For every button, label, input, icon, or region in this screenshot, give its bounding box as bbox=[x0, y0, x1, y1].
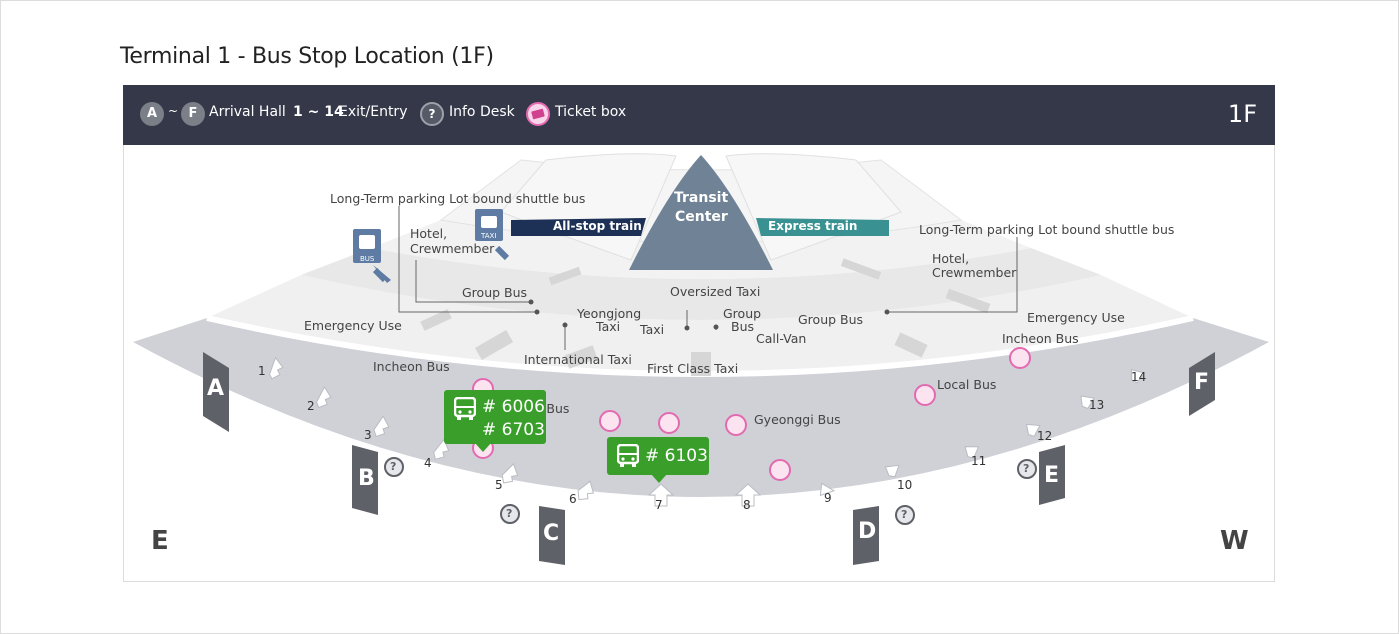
exit-5-label: 5 bbox=[495, 478, 503, 492]
info-desk-icon-e: ? bbox=[1023, 462, 1030, 475]
label-local-bus-right: Local Bus bbox=[937, 377, 997, 392]
info-desk-markers bbox=[384, 457, 1037, 525]
all-stop-train-band bbox=[511, 218, 646, 236]
label-incheon-left: Incheon Bus bbox=[373, 359, 450, 374]
bus-stop-icon bbox=[453, 396, 477, 421]
exit-2-label: 2 bbox=[307, 399, 315, 413]
bus-icon-label: BUS bbox=[360, 255, 375, 263]
bus-number-6006: # 6006 bbox=[482, 397, 545, 417]
legend-info-desk: Info Desk bbox=[449, 104, 515, 120]
compass-west: W bbox=[1220, 526, 1249, 556]
bus-stop-6103[interactable]: # 6103 bbox=[607, 437, 709, 475]
exit-3-label: 3 bbox=[364, 428, 372, 442]
hall-blocks bbox=[203, 352, 1215, 565]
hall-c-label: C bbox=[543, 521, 560, 546]
label-emergency-left: Emergency Use bbox=[304, 318, 402, 333]
exit-14-label: 14 bbox=[1131, 370, 1147, 384]
leader-lines bbox=[398, 206, 1018, 350]
compass-east: E bbox=[151, 526, 169, 556]
hall-block-b bbox=[352, 445, 378, 515]
label-emergency-right: Emergency Use bbox=[1027, 310, 1125, 325]
label-oversized-taxi: Oversized Taxi bbox=[670, 284, 761, 299]
label-yeongjong-1: Yeongjong bbox=[577, 306, 642, 321]
label-lt-parking-left: Long-Term parking Lot bound shuttle bus bbox=[330, 191, 586, 206]
exit-4-label: 4 bbox=[424, 456, 432, 470]
legend-hall-start-badge: A bbox=[140, 102, 164, 126]
exit-7-label: 7 bbox=[655, 498, 663, 512]
legend-bar: A ~ F Arrival Hall 1 ~ 14 Exit/Entry ? I… bbox=[123, 85, 1275, 145]
exit-arrows bbox=[269, 356, 1146, 507]
label-taxi: Taxi bbox=[640, 322, 665, 337]
exit-10-label: 10 bbox=[897, 478, 913, 492]
exit-8-label: 8 bbox=[743, 498, 751, 512]
label-hotel-right-2: Crewmember bbox=[932, 265, 1017, 280]
plaza-band bbox=[207, 275, 1193, 374]
label-incheon-right: Incheon Bus bbox=[1002, 331, 1079, 346]
floor-indicator: 1F bbox=[1227, 100, 1257, 128]
info-desk-icon-c: ? bbox=[506, 507, 513, 520]
taxi-icon bbox=[475, 209, 510, 261]
label-group-bus-mid-1: Group bbox=[723, 306, 762, 321]
hall-block-a bbox=[203, 352, 229, 432]
legend-hall-end-badge: F bbox=[181, 102, 205, 126]
taxi-icon-label: TAXI bbox=[481, 232, 497, 240]
label-group-bus-left: Group Bus bbox=[462, 285, 528, 300]
bus-stop-6006-6703[interactable]: # 6006 # 6703 bbox=[444, 390, 546, 444]
bus-number-6103: # 6103 bbox=[645, 446, 708, 466]
terminal-map: Long-Term parking Lot bound shuttle bus … bbox=[123, 145, 1275, 582]
leader-dots bbox=[528, 299, 890, 331]
bus-stop-pointer-a bbox=[475, 443, 491, 452]
bus-number-6703: # 6703 bbox=[482, 420, 545, 440]
label-hotel-left-1: Hotel, bbox=[410, 226, 448, 241]
exit-12-label: 12 bbox=[1037, 429, 1053, 443]
label-lt-parking-right: Long-Term parking Lot bound shuttle bus bbox=[919, 222, 1175, 237]
info-desk-icon-d: ? bbox=[901, 508, 908, 521]
express-train-band bbox=[756, 218, 889, 236]
info-desk-icon-b: ? bbox=[390, 460, 397, 473]
page-title: Terminal 1 - Bus Stop Location (1F) bbox=[120, 44, 494, 69]
bus-stop-pointer-b bbox=[651, 474, 667, 483]
legend-exit-range: 1 ~ 14 bbox=[293, 104, 344, 120]
label-first-class-taxi: First Class Taxi bbox=[647, 361, 739, 376]
exit-13-label: 13 bbox=[1089, 398, 1105, 412]
hall-e-label: E bbox=[1044, 463, 1060, 488]
label-hotel-right-1: Hotel, bbox=[932, 251, 970, 266]
exit-6-label: 6 bbox=[569, 492, 577, 506]
legend-tilde: ~ bbox=[168, 104, 179, 118]
label-gyeonggi-bus: Gyeonggi Bus bbox=[754, 412, 841, 427]
label-call-van: Call-Van bbox=[756, 331, 807, 346]
hall-block-e bbox=[1039, 445, 1065, 505]
hall-b-label: B bbox=[358, 466, 375, 491]
legend-ticket-box: Ticket box bbox=[555, 104, 627, 120]
legend-exit-entry: Exit/Entry bbox=[339, 104, 408, 120]
exit-9-label: 9 bbox=[824, 491, 832, 505]
ticket-box-icon bbox=[526, 102, 550, 126]
hall-a-label: A bbox=[207, 376, 225, 401]
label-hotel-left-2: Crewmember bbox=[410, 241, 495, 256]
all-stop-train-label: All-stop train bbox=[553, 219, 642, 233]
info-desk-icon: ? bbox=[420, 102, 444, 126]
label-yeongjong-2: Taxi bbox=[596, 319, 621, 334]
hall-d-label: D bbox=[858, 519, 877, 544]
label-group-bus-mid-2: Bus bbox=[731, 319, 755, 334]
bus-stop-icon bbox=[616, 443, 640, 468]
hall-block-c bbox=[539, 506, 565, 565]
legend-arrival-hall: Arrival Hall bbox=[209, 104, 286, 120]
transit-center-building bbox=[629, 155, 773, 270]
transit-center-label-1: Transit bbox=[674, 190, 729, 206]
express-train-label: Express train bbox=[768, 219, 858, 233]
crosswalks bbox=[420, 258, 991, 376]
exit-11-label: 11 bbox=[971, 454, 987, 468]
label-international-taxi: International Taxi bbox=[524, 352, 632, 367]
transit-center-label-2: Center bbox=[675, 209, 728, 225]
map-graphic bbox=[133, 153, 1269, 565]
hall-block-f bbox=[1189, 352, 1215, 416]
label-group-bus-right: Group Bus bbox=[798, 312, 864, 327]
hall-f-label: F bbox=[1194, 370, 1210, 395]
hall-block-d bbox=[853, 506, 879, 565]
exit-1-label: 1 bbox=[258, 364, 266, 378]
bus-icon bbox=[353, 229, 391, 283]
concourse-band bbox=[133, 318, 1269, 497]
